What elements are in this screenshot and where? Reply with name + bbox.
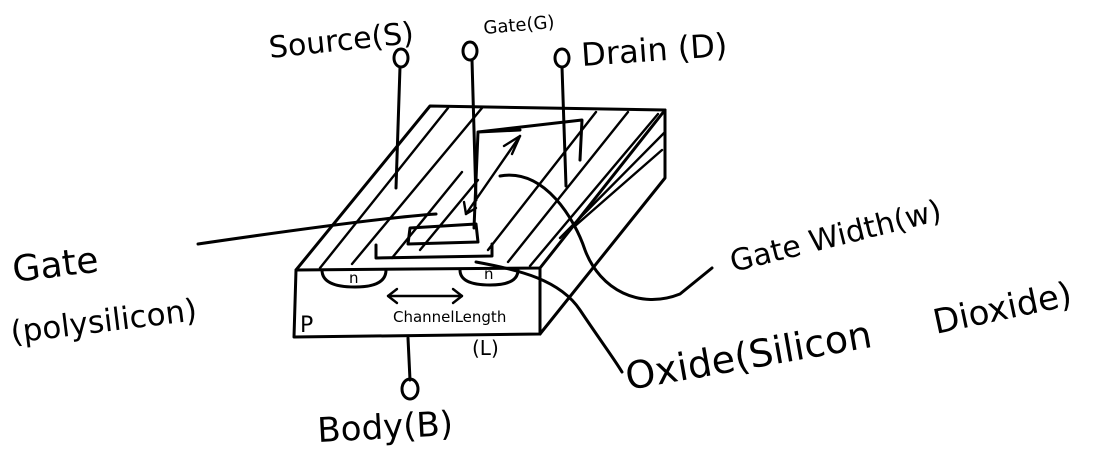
channel-length-symbol: (L) (472, 336, 499, 360)
oxide-label-line1: Oxide(Silicon (622, 312, 875, 399)
gate-stack (374, 118, 584, 260)
oxide-layer (374, 242, 494, 260)
drain-terminal (553, 47, 571, 188)
channel-length-label: ChannelLength (393, 308, 506, 326)
gate-terminal-label: Gate(G) (483, 12, 556, 39)
transistor-body (292, 104, 667, 339)
slab-front-face (292, 266, 542, 339)
gate-width-leader (498, 173, 714, 301)
substrate-label: P (300, 313, 313, 338)
gate-terminal (461, 40, 479, 202)
oxide-leader (474, 260, 624, 374)
channel-length-dimension: ChannelLength (L) (386, 287, 506, 360)
drain-label: Drain (D) (580, 26, 729, 74)
gate-material-leader (196, 212, 438, 246)
gate-material-label-line2: (polysilicon) (9, 292, 199, 351)
drain-well (458, 268, 520, 287)
source-region-label: n (349, 269, 359, 287)
n-wells: n n (320, 265, 520, 289)
drain-region-label: n (484, 265, 494, 283)
body-terminal (400, 336, 420, 401)
oxide-label-line2: Dioxide) (930, 274, 1076, 342)
source-terminal (392, 47, 410, 190)
gate-material-label-line1: Gate (10, 240, 101, 291)
gate-width-label: Gate Width(w) (726, 193, 945, 279)
body-label: Body(B) (316, 404, 454, 451)
source-well (320, 268, 388, 289)
gate-front (406, 222, 480, 246)
